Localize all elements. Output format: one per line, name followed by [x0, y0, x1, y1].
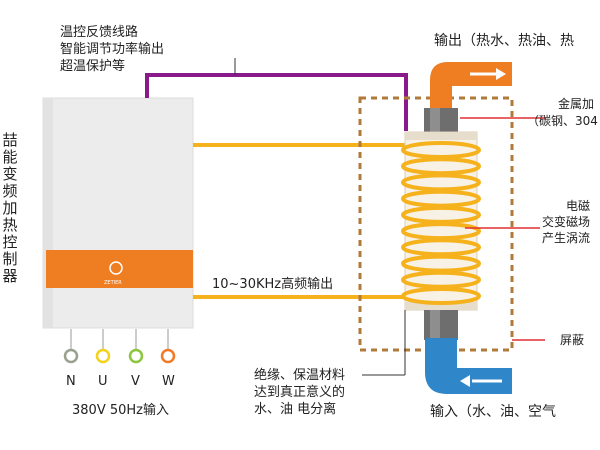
controller-box [42, 97, 194, 329]
metal-tube-bottom-shine [430, 310, 440, 340]
terminal-label-n: N [66, 374, 76, 389]
output-pipe [430, 62, 512, 120]
metal-tube-top-shine [430, 108, 440, 134]
metal-label-2: （碳钢、304 [527, 114, 598, 128]
controller-title: 喆能变频加热控制器 [2, 131, 18, 285]
feedback-label-2: 智能调节功率输出 [60, 42, 165, 57]
input-pipe [425, 338, 512, 394]
brand-text: ZETIER [104, 280, 122, 286]
coil-turn [401, 205, 481, 224]
terminal-label-w: W [162, 374, 175, 389]
feedback-wire [145, 73, 408, 131]
coil-turn [401, 270, 481, 289]
terminal-u-icon [95, 348, 111, 364]
coil-turn [401, 157, 481, 176]
controller-side [43, 98, 53, 328]
input-label: 输入（水、油、空气 [430, 404, 556, 420]
terminal-label-u: U [98, 374, 108, 389]
field-label-3: 产生涡流 [542, 231, 591, 245]
insulation-label-3: 水、油 电分离 [254, 402, 337, 417]
metal-tube-bottom [424, 310, 458, 340]
coil-turn [401, 254, 481, 273]
coil-turn [401, 238, 481, 257]
output-label: 输出（热水、热油、热 [434, 33, 574, 49]
terminal-v-icon [128, 348, 144, 364]
coil-turn [401, 222, 481, 241]
terminal-label-v: V [131, 374, 140, 389]
coil-turn [401, 287, 481, 305]
field-label-2: 交变磁场 [542, 215, 591, 229]
output-pipe-shape [430, 62, 512, 120]
shield-box [358, 96, 514, 352]
shield-label: 屏蔽 [560, 333, 585, 347]
hf-output-label: 10~30KHz高频输出 [212, 277, 334, 292]
output-arrow-icon [496, 68, 506, 80]
insulation-label-1: 绝缘、保温材料 [254, 368, 346, 383]
power-supply-label: 380V 50Hz输入 [72, 403, 169, 418]
controller-orange-band [46, 250, 193, 288]
terminal-n-icon [63, 348, 79, 364]
metal-label-1: 金属加 [558, 97, 595, 111]
coil-turn [401, 141, 481, 159]
insulation-cap-top [405, 132, 477, 140]
terminal-w-icon [160, 348, 176, 364]
coil-turn [401, 189, 481, 208]
feedback-label-1: 温控反馈线路 [60, 25, 139, 40]
metal-tube-top [424, 108, 458, 134]
coil-turn [401, 173, 481, 192]
induction-coil [401, 141, 481, 305]
insulation-cap-bottom [405, 302, 477, 310]
input-terminals [63, 329, 176, 364]
input-arrow-icon [460, 375, 470, 387]
controller-unit: ZETIER [42, 97, 194, 329]
feedback-label-3: 超温保护等 [60, 59, 126, 74]
brand-logo-icon [109, 261, 123, 275]
insulation-label-2: 达到真正意义的 [254, 385, 346, 400]
field-label-1: 电磁 [566, 199, 591, 213]
